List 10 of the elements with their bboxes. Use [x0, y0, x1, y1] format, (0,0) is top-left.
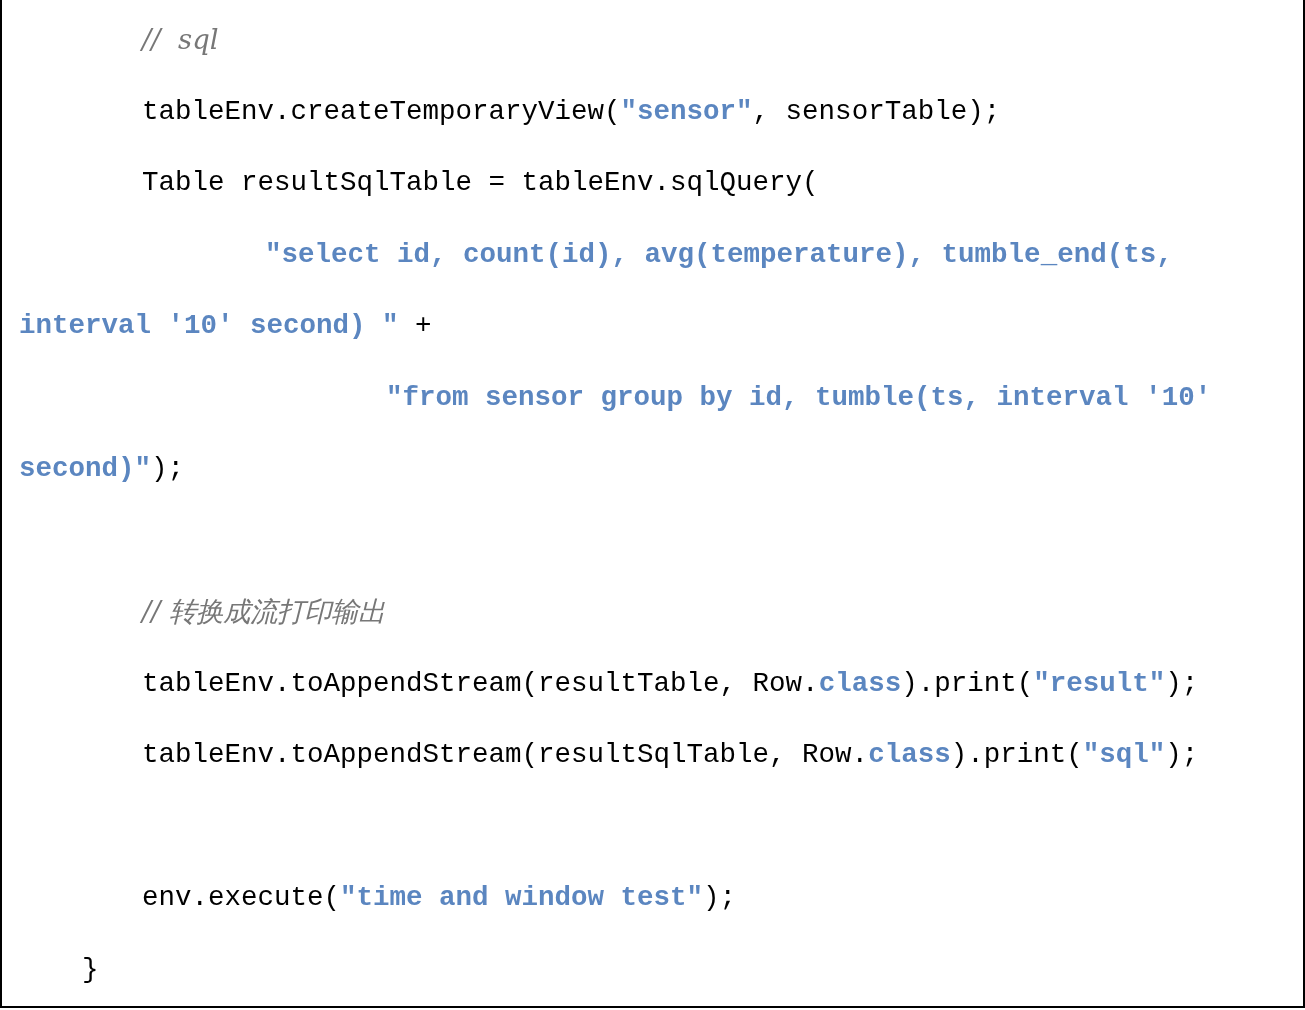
code-line: "select id, count(id), avg(temperature), tumble_end(ts, interval '10' second) " + [19, 238, 1174, 343]
code-comment: // sql [142, 22, 220, 57]
code-line: env.execute("time and window test"); [142, 881, 738, 915]
code-line: "from sensor group by id, tumble(ts, interval '10' second)"); [19, 381, 1213, 486]
code-line: tableEnv.toAppendStream(resultSqlTable, Row.class).print("sql"); [142, 738, 1200, 772]
code-line: tableEnv.toAppendStream(resultTable, Row.class).print("result"); [142, 667, 1200, 701]
code-line: Table resultSqlTable = tableEnv.sqlQuery( [142, 166, 820, 200]
code-line: } [82, 953, 100, 987]
code-comment: // 转换成流打印输出 [142, 594, 387, 629]
code-line: tableEnv.createTemporaryView("sensor", sensorTable); [142, 95, 1002, 129]
